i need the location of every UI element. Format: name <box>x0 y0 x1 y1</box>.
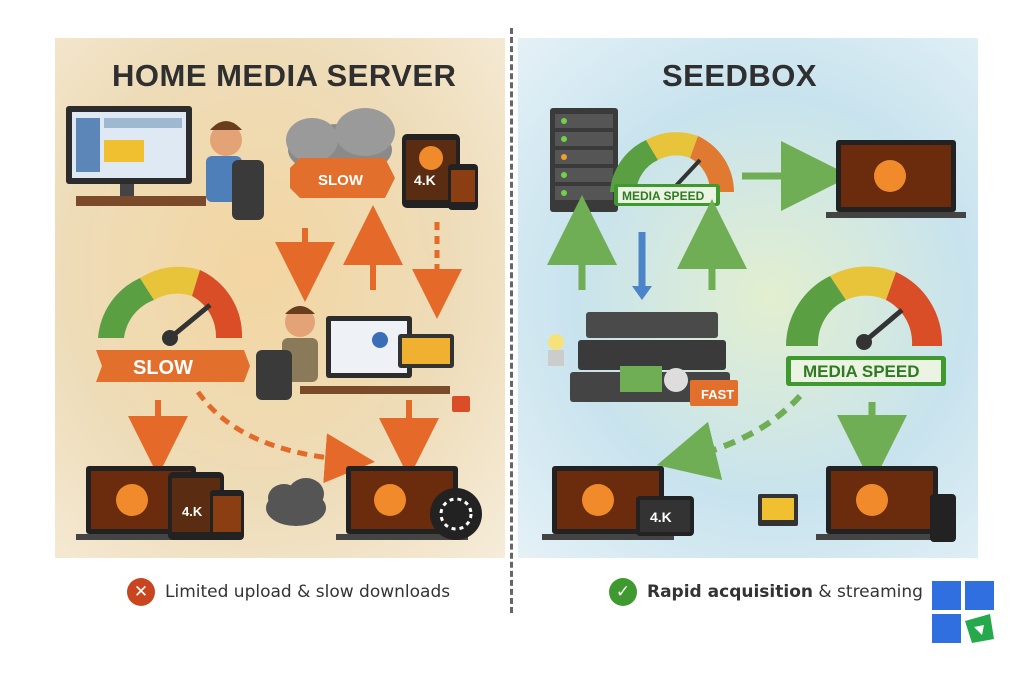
bottom-tablet-4k-label: 4.K <box>182 504 203 519</box>
slow-gauge-label: SLOW <box>133 357 193 379</box>
seedbox-title: SEEDBOX <box>662 58 818 93</box>
bottom-devices-group <box>76 466 244 540</box>
slow-tag-label: SLOW <box>318 172 364 189</box>
curved-green-arrow-icon <box>656 393 803 481</box>
server-rack-illustration <box>550 108 618 212</box>
laptop-user-illustration <box>256 306 470 412</box>
media-speed-gauge <box>786 266 946 386</box>
tablet-4k-label: 4.K <box>414 172 436 188</box>
window-logo-icon <box>932 581 994 643</box>
x-circle-icon: ✕ <box>127 578 155 606</box>
tablet-and-phone-devices <box>402 134 478 210</box>
seedbox-caption-strong: Rapid acquisition <box>647 582 813 602</box>
media-speed-label: MEDIA SPEED <box>803 362 920 381</box>
top-gauge-label: MEDIA SPEED <box>622 189 705 203</box>
check-circle-icon: ✓ <box>609 578 637 606</box>
small-cloud-icon <box>266 478 326 526</box>
fast-label: FAST <box>701 387 734 402</box>
seedbox-hardware-stack <box>548 312 738 406</box>
desktop-user-illustration <box>66 106 264 220</box>
seedbox-bottom-devices <box>542 466 956 542</box>
home-media-server-title: HOME MEDIA SERVER <box>112 58 457 93</box>
curved-dashed-arrow-icon <box>195 390 375 484</box>
home-caption-text: Limited upload & slow downloads <box>165 582 451 602</box>
seedbox-tablet-4k-label: 4.K <box>650 509 672 525</box>
slow-speed-gauge <box>96 266 250 382</box>
seedbox-caption: ✓ Rapid acquisition & streaming <box>609 578 923 606</box>
home-caption: ✕ Limited upload & slow downloads <box>127 578 450 606</box>
bottom-laptop-buffering <box>336 466 482 540</box>
top-right-laptop <box>826 140 966 218</box>
panel-divider <box>510 28 513 613</box>
seedbox-caption-rest: & streaming <box>812 582 923 602</box>
cloud-slow-connection <box>286 108 395 198</box>
